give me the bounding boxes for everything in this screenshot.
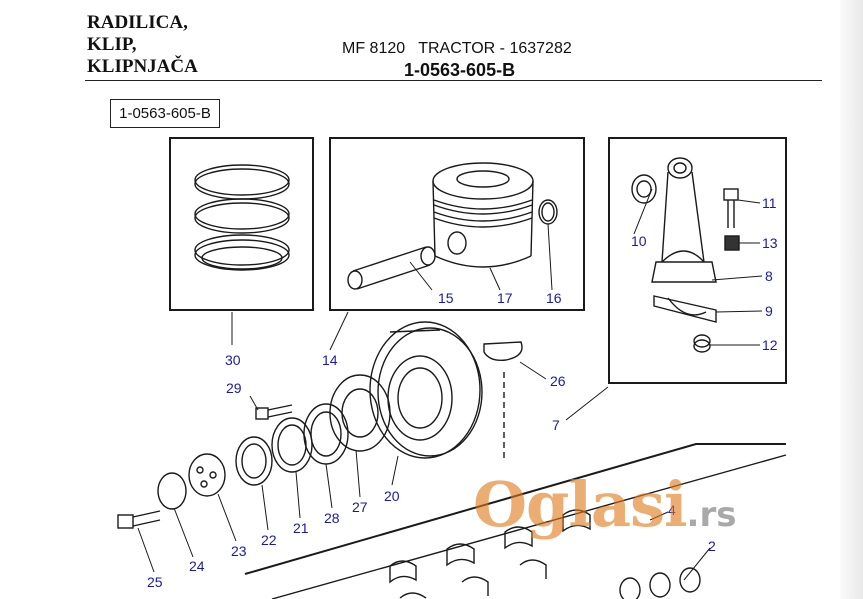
piston: [432, 162, 534, 268]
piston-rings: [194, 164, 290, 271]
piston-pin: [347, 246, 436, 290]
woodruff-key: [483, 341, 523, 362]
rod-bolt: [723, 188, 739, 228]
callout-4: 4: [668, 502, 676, 518]
header-divider: [85, 80, 822, 81]
callout-24: 24: [189, 558, 205, 574]
piston-rings-box: [169, 137, 314, 311]
rod-nut: [724, 235, 740, 251]
crankshaft-pulley: [369, 321, 483, 459]
main-bearing-shells: [389, 509, 591, 599]
watermark-tld: .rs: [686, 495, 737, 535]
connecting-rod: [651, 157, 717, 283]
callout-20: 20: [384, 488, 400, 504]
circlip: [538, 199, 558, 225]
diagram-reference-code: 1-0563-605-B: [110, 99, 220, 128]
piston-box: [329, 137, 585, 311]
callout-12: 12: [762, 337, 778, 353]
cap-nut: [693, 334, 711, 353]
adapter-sleeve: [188, 453, 226, 497]
crankshaft-frame-inner: [271, 454, 787, 599]
oglasi-watermark: Oglasi.rs: [473, 470, 736, 550]
rod-cap: [653, 295, 717, 323]
callout-15: 15: [438, 290, 454, 306]
watermark-brand: Oglasi: [473, 468, 688, 541]
callout-14: 14: [322, 352, 338, 368]
callout-17: 17: [497, 290, 513, 306]
callout-30: 30: [225, 352, 241, 368]
callout-7: 7: [552, 417, 560, 433]
callout-2: 2: [708, 538, 716, 554]
pulley-bolt: [117, 510, 161, 529]
callout-23: 23: [231, 543, 247, 559]
callout-26: 26: [550, 373, 566, 389]
callout-10: 10: [631, 233, 647, 249]
section-title: RADILICA, KLIP, KLIPNJAČA: [87, 12, 198, 78]
title-line-3: KLIPNJAČA: [87, 56, 198, 77]
oil-seal: [235, 436, 273, 486]
o-ring: [157, 472, 187, 510]
callout-22: 22: [261, 532, 277, 548]
callout-27: 27: [352, 499, 368, 515]
small-bolt: [255, 404, 293, 420]
callout-13: 13: [762, 235, 778, 251]
thrust-washers: [619, 567, 701, 599]
callout-11: 11: [762, 195, 777, 211]
callout-29: 29: [226, 380, 242, 396]
title-line-2: KLIP,: [87, 34, 137, 55]
callout-21: 21: [293, 520, 309, 536]
small-end-bushing: [631, 174, 657, 204]
title-line-1: RADILICA,: [87, 12, 188, 33]
part-code: 1-0563-605-B: [404, 60, 516, 80]
seal-ring: [271, 417, 313, 473]
callout-8: 8: [765, 268, 773, 284]
con-rod-box: [608, 137, 787, 384]
crankshaft-frame-top: [244, 443, 786, 575]
callout-9: 9: [765, 303, 773, 319]
callout-25: 25: [147, 574, 163, 590]
callout-16: 16: [546, 290, 562, 306]
leader-lines: [137, 188, 763, 581]
page-edge: [840, 0, 863, 599]
model-line: MF 8120 TRACTOR - 1637282: [342, 40, 572, 57]
callout-28: 28: [324, 510, 340, 526]
